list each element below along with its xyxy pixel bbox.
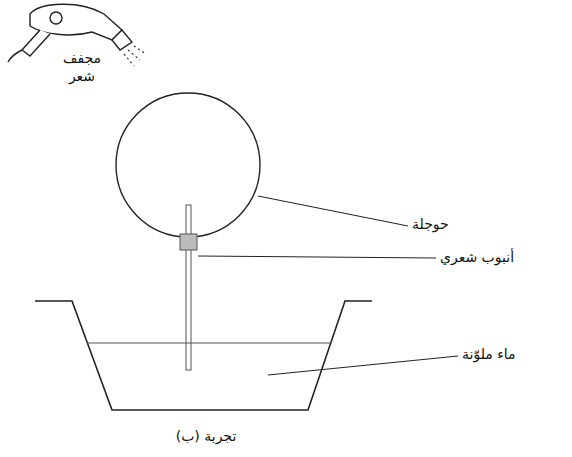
caption: تجربة (ب) xyxy=(176,428,237,446)
leader-lines xyxy=(198,196,458,375)
capillary-tube xyxy=(186,205,191,370)
part-label: ماء ملوّنة xyxy=(462,346,516,364)
part-label: مجفف شعر xyxy=(52,50,112,85)
basin xyxy=(35,301,372,410)
part-label: حوجلة xyxy=(412,216,449,234)
part-label: أنبوب شعري xyxy=(440,249,514,267)
stopper xyxy=(180,234,197,250)
water-surface xyxy=(87,342,331,343)
hot-air-spray xyxy=(124,46,146,66)
